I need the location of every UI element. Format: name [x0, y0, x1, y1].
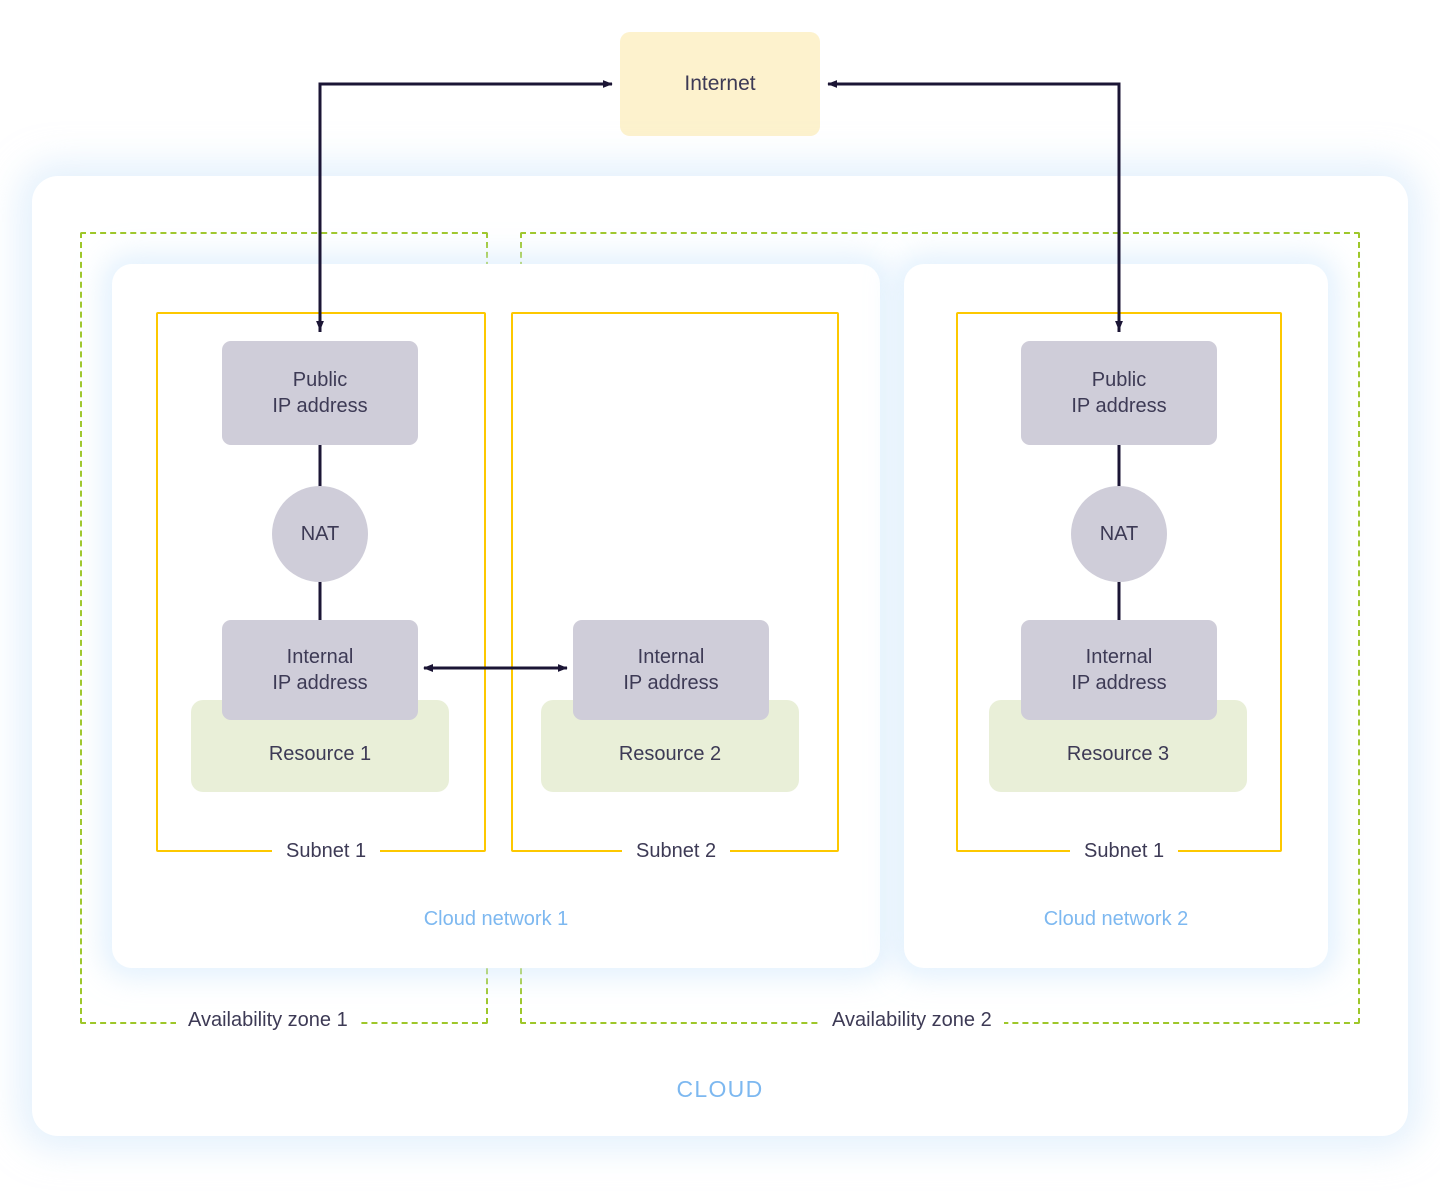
internal-ip-line-1: Internal — [286, 645, 354, 668]
availability-zone-2-label: Availability zone 2 — [820, 1009, 1004, 1032]
internal-ip-line-2: IP address — [272, 672, 368, 694]
internal-ip-line-2: IP address — [623, 672, 719, 694]
subnet-1-net2-label: Subnet 1 — [1070, 840, 1179, 863]
nat-node-1[interactable]: NAT — [272, 486, 368, 582]
internal-ip-line-1: Internal — [1085, 645, 1153, 668]
public-ip-line-2: IP address — [1071, 395, 1167, 417]
subnet-1-net1-label: Subnet 1 — [272, 840, 381, 863]
internet-label: Internet — [684, 72, 756, 95]
internal-ip-line-1: Internal — [637, 645, 705, 668]
subnet-2-net1-label: Subnet 2 — [622, 840, 731, 863]
nat-label: NAT — [1099, 522, 1139, 545]
resource-3-label: Resource 3 — [1066, 743, 1170, 765]
internal-ip-address-node-3[interactable]: Internal IP address — [1021, 620, 1217, 720]
public-ip-line-1: Public — [292, 368, 348, 391]
resource-1-label: Resource 1 — [268, 743, 372, 765]
nat-label: NAT — [300, 522, 340, 545]
cloud-network-2-label: Cloud network 2 — [1043, 908, 1189, 930]
internal-ip-line-2: IP address — [1071, 672, 1167, 694]
public-ip-line-1: Public — [1091, 368, 1147, 391]
internal-ip-address-node-1[interactable]: Internal IP address — [222, 620, 418, 720]
internal-ip-address-node-2[interactable]: Internal IP address — [573, 620, 769, 720]
nat-node-3[interactable]: NAT — [1071, 486, 1167, 582]
public-ip-address-node-3[interactable]: Public IP address — [1021, 341, 1217, 445]
public-ip-address-node-1[interactable]: Public IP address — [222, 341, 418, 445]
resource-2-label: Resource 2 — [618, 743, 722, 765]
cloud-network-1-label: Cloud network 1 — [423, 908, 569, 930]
availability-zone-1-label: Availability zone 1 — [176, 1009, 360, 1032]
cloud-label: CLOUD — [676, 1076, 764, 1102]
internet-node[interactable]: Internet — [620, 32, 820, 136]
public-ip-line-2: IP address — [272, 395, 368, 417]
